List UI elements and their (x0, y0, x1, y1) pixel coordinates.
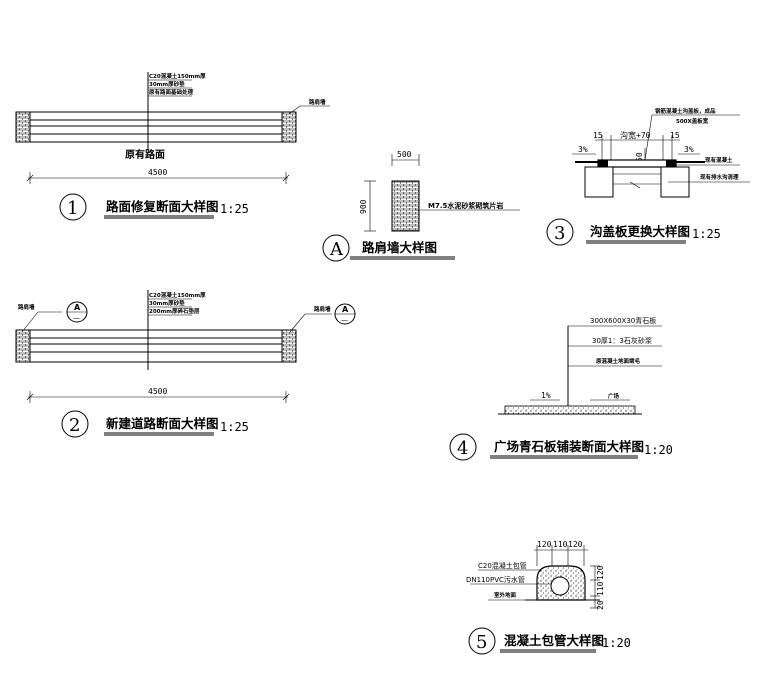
dim-side-1: 120 (596, 565, 605, 580)
detail-title: 广场青石板铺装断面大样图 (494, 439, 644, 454)
detail-title: 沟盖板更换大样图 (590, 224, 690, 239)
detail-number: 2 (69, 415, 80, 436)
existing-concrete-label: 现有混凝土 (705, 156, 733, 164)
dim-left: 15 (593, 131, 603, 140)
wall-material-label: M7.5水泥砂浆砌筑片岩 (428, 201, 503, 210)
layer-label-2: 30mm厚砂垫 (149, 299, 185, 307)
detail-scale: 1:25 (220, 420, 249, 434)
cover-size-label: 500X盖板宽 (676, 117, 709, 125)
curb-wall-label: 路肩墙 (309, 98, 326, 106)
layer-label-1: C20混凝土150mm厚 (149, 291, 206, 299)
detail-letter-circle (322, 234, 350, 262)
layer-label-3: 200mm厚碎石垫层 (149, 307, 200, 315)
layer-label-3: 原有路面基础处理 (149, 88, 194, 96)
cover-label: 钢筋混凝土沟盖板，成品 (655, 107, 716, 115)
drain-clean-label: 现有排水沟清理 (700, 173, 739, 181)
layer-label-3: 原混凝土地面凿毛 (596, 357, 641, 365)
width-dimension: 4500 (148, 168, 167, 177)
detail-a-curb-wall: 500 900 M7.5水泥砂浆砌筑片岩 A 路肩墙大样图 (322, 150, 520, 262)
cover-plate (597, 159, 677, 168)
dim-side-2: 110 (596, 581, 605, 596)
pipe-label: DN110PVC污水管 (466, 575, 525, 584)
ground-label: 室外地面 (494, 591, 517, 599)
detail-4-plaza-paving: 300X600X30青石板 30厚1：3石灰砂浆 原混凝土地面凿毛 1% 广场 … (449, 316, 673, 461)
pvc-pipe (550, 576, 570, 596)
curb-wall-right (281, 111, 297, 143)
detail-5-concrete-pipe-encasement: 120 110 120 120 110 20 C20混凝土包管 DN110PVC… (466, 540, 631, 655)
detail-number-circle (468, 627, 496, 655)
dim-top-3: 120 (568, 540, 583, 549)
width-dimension: 4500 (148, 387, 167, 396)
detail-scale: 1:20 (602, 636, 631, 650)
detail-title: 路肩墙大样图 (362, 240, 437, 255)
paving-layers (504, 405, 636, 415)
plaza-label: 广场 (608, 392, 620, 400)
detail-number: 5 (476, 632, 487, 653)
detail-number: 1 (67, 198, 78, 219)
detail-letter: A (329, 239, 344, 260)
dim-side-3: 20 (596, 600, 605, 610)
dim-height: 50 (635, 152, 644, 162)
detail-number: 3 (554, 223, 565, 244)
ref-letter-right: A (342, 305, 349, 314)
detail-2-new-road-section: C20混凝土150mm厚 30mm厚砂垫 200mm厚碎石垫层 路肩墙 A — … (15, 290, 356, 438)
curb-wall-section (391, 180, 420, 232)
curb-wall-left (15, 111, 31, 143)
slope-left: 1% (541, 391, 551, 400)
detail-number-circle (59, 193, 87, 221)
detail-1-road-repair-section: C20混凝土150mm厚 30mm厚砂垫 原有路面基础处理 原有路面 路肩墙 4… (15, 72, 330, 221)
detail-scale: 1:20 (644, 443, 673, 457)
detail-number-circle (449, 433, 477, 461)
detail-number-circle (61, 410, 89, 438)
slope-left: 3% (578, 145, 588, 154)
dim-center: 沟宽+70 (620, 130, 651, 140)
layer-label-1: C20混凝土150mm厚 (149, 72, 206, 80)
trench-wall-left (584, 166, 614, 198)
slope-right: 3% (684, 145, 694, 154)
ref-sheet-right: — (341, 316, 348, 324)
ref-sheet-left: — (73, 314, 80, 322)
c20-label: C20混凝土包管 (478, 561, 527, 570)
existing-road-label: 原有路面 (125, 148, 165, 161)
wall-height-dim: 900 (359, 199, 368, 214)
curb-wall-label-left: 路肩墙 (18, 303, 35, 311)
detail-title: 路面修复断面大样图 (106, 199, 219, 214)
layer-label-2: 30厚1：3石灰砂浆 (592, 336, 652, 345)
detail-title: 新建道路断面大样图 (106, 416, 219, 431)
detail-number-circle (546, 218, 574, 246)
dim-top-1: 120 (537, 540, 552, 549)
dim-right: 15 (670, 131, 680, 140)
layer-label-1: 300X600X30青石板 (590, 316, 656, 325)
ref-letter-left: A (74, 303, 81, 312)
detail-scale: 1:25 (692, 227, 721, 241)
curb-wall-right (281, 329, 297, 363)
curb-wall-label-right: 路肩墙 (314, 305, 331, 313)
detail-scale: 1:25 (220, 202, 249, 216)
wall-width-dim: 500 (397, 150, 412, 159)
dim-top-2: 110 (553, 540, 568, 549)
curb-wall-left (15, 329, 31, 363)
detail-3-trench-cover: 钢筋混凝土沟盖板，成品 500X盖板宽 15 沟宽+70 15 50 3% 3% (546, 107, 750, 246)
detail-title: 混凝土包管大样图 (504, 633, 604, 648)
detail-number: 4 (457, 438, 468, 459)
layer-label-2: 30mm厚砂垫 (149, 80, 185, 88)
